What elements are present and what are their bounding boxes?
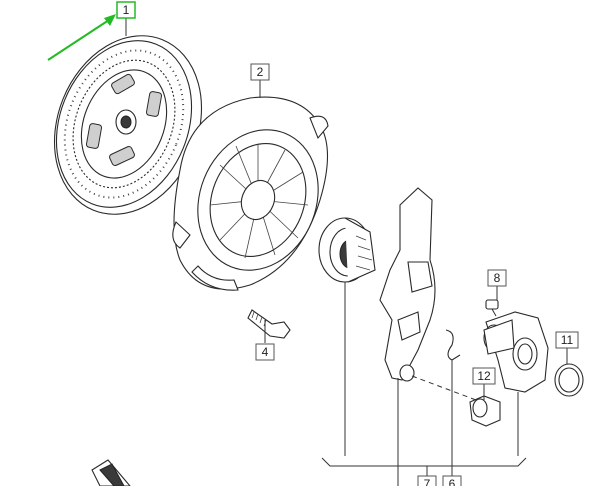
callout-2[interactable]: 2 — [250, 63, 270, 81]
bolt-12[interactable] — [469, 395, 501, 427]
bolt-8[interactable] — [485, 299, 499, 317]
arrow-icon — [47, 14, 116, 61]
callout-label: 11 — [561, 333, 574, 347]
retaining-clip[interactable] — [445, 329, 461, 361]
callout-label: 6 — [449, 477, 456, 486]
callout-6[interactable]: 6 — [442, 475, 462, 486]
callout-7[interactable]: 7 — [417, 475, 437, 486]
callout-label: 4 — [262, 345, 269, 359]
o-ring[interactable] — [554, 363, 584, 397]
callout-8[interactable]: 8 — [487, 269, 507, 287]
callout-label: 7 — [424, 477, 431, 486]
partial-part-bottom-left — [91, 459, 131, 486]
release-bearing[interactable] — [318, 217, 376, 283]
pressure-plate[interactable] — [172, 96, 339, 291]
callout-label: 8 — [494, 271, 501, 285]
callout-1[interactable]: 1 — [116, 1, 136, 19]
callout-4[interactable]: 4 — [255, 343, 275, 361]
callout-label: 2 — [257, 65, 264, 79]
leader-lines — [125, 17, 568, 486]
clutch-disc[interactable] — [29, 13, 228, 236]
callout-label: 1 — [123, 3, 130, 17]
guide-sleeve[interactable] — [483, 311, 549, 393]
bolt-4[interactable] — [247, 309, 291, 339]
callout-label: 12 — [477, 369, 491, 383]
callout-11[interactable]: 11 — [555, 331, 579, 349]
callout-12[interactable]: 12 — [472, 367, 496, 385]
release-fork[interactable] — [379, 187, 436, 382]
